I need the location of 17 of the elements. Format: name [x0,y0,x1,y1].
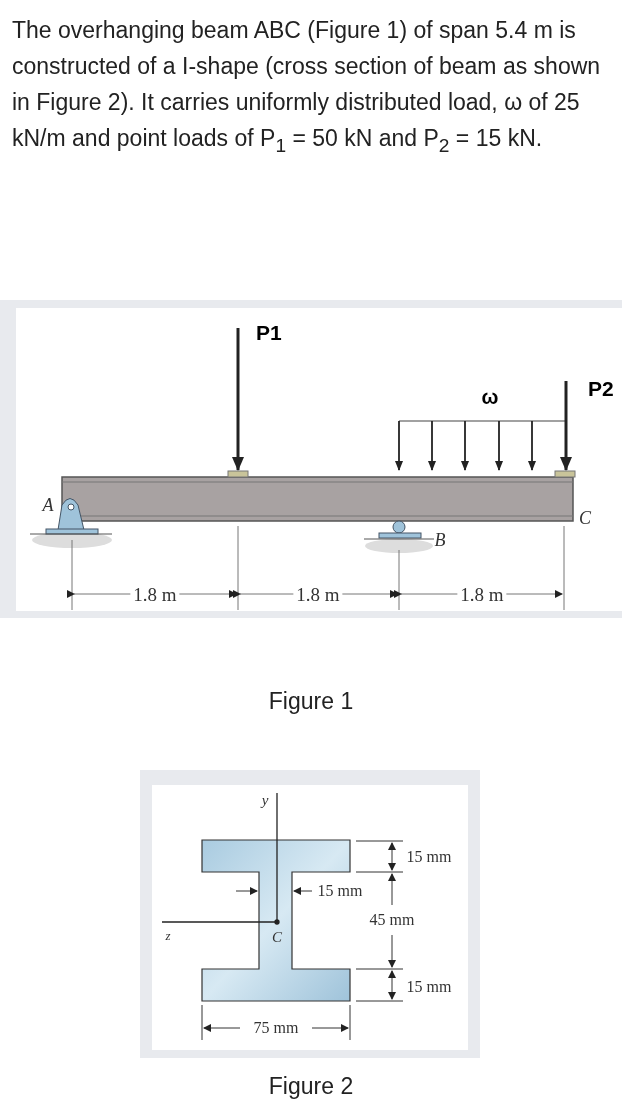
centroid-label: C [272,929,282,945]
point-label: C [579,509,591,527]
load-label: P1 [256,322,282,343]
figure-caption: Figure 2 [268,1074,354,1098]
dimension-label: 45 mm [369,912,415,928]
dimension-label: 15 mm [406,849,452,865]
point-label: A [42,496,54,514]
load-label: ω [481,387,499,407]
point-label: B [434,531,446,549]
dimension-label: 75 mm [253,1020,299,1036]
figure-caption: Figure 1 [268,689,354,713]
problem-statement: The overhanging beam ABC (Figure 1) of span 5.4 m is constructed of a I-shape (cross section of beam as shown in Figure 2). It carries uniformly distributed load, ω of 25 kN/m and point loads of P$_{1}$ = 50 kN and P$_{2}$ = 15 kN. [12,16,602,158]
load-label: P2 [588,378,614,399]
dimension-label: 15 mm [317,883,363,899]
dimension-label: 15 mm [406,979,452,995]
axis-label: y [261,792,269,808]
axis-label: z [165,928,171,942]
